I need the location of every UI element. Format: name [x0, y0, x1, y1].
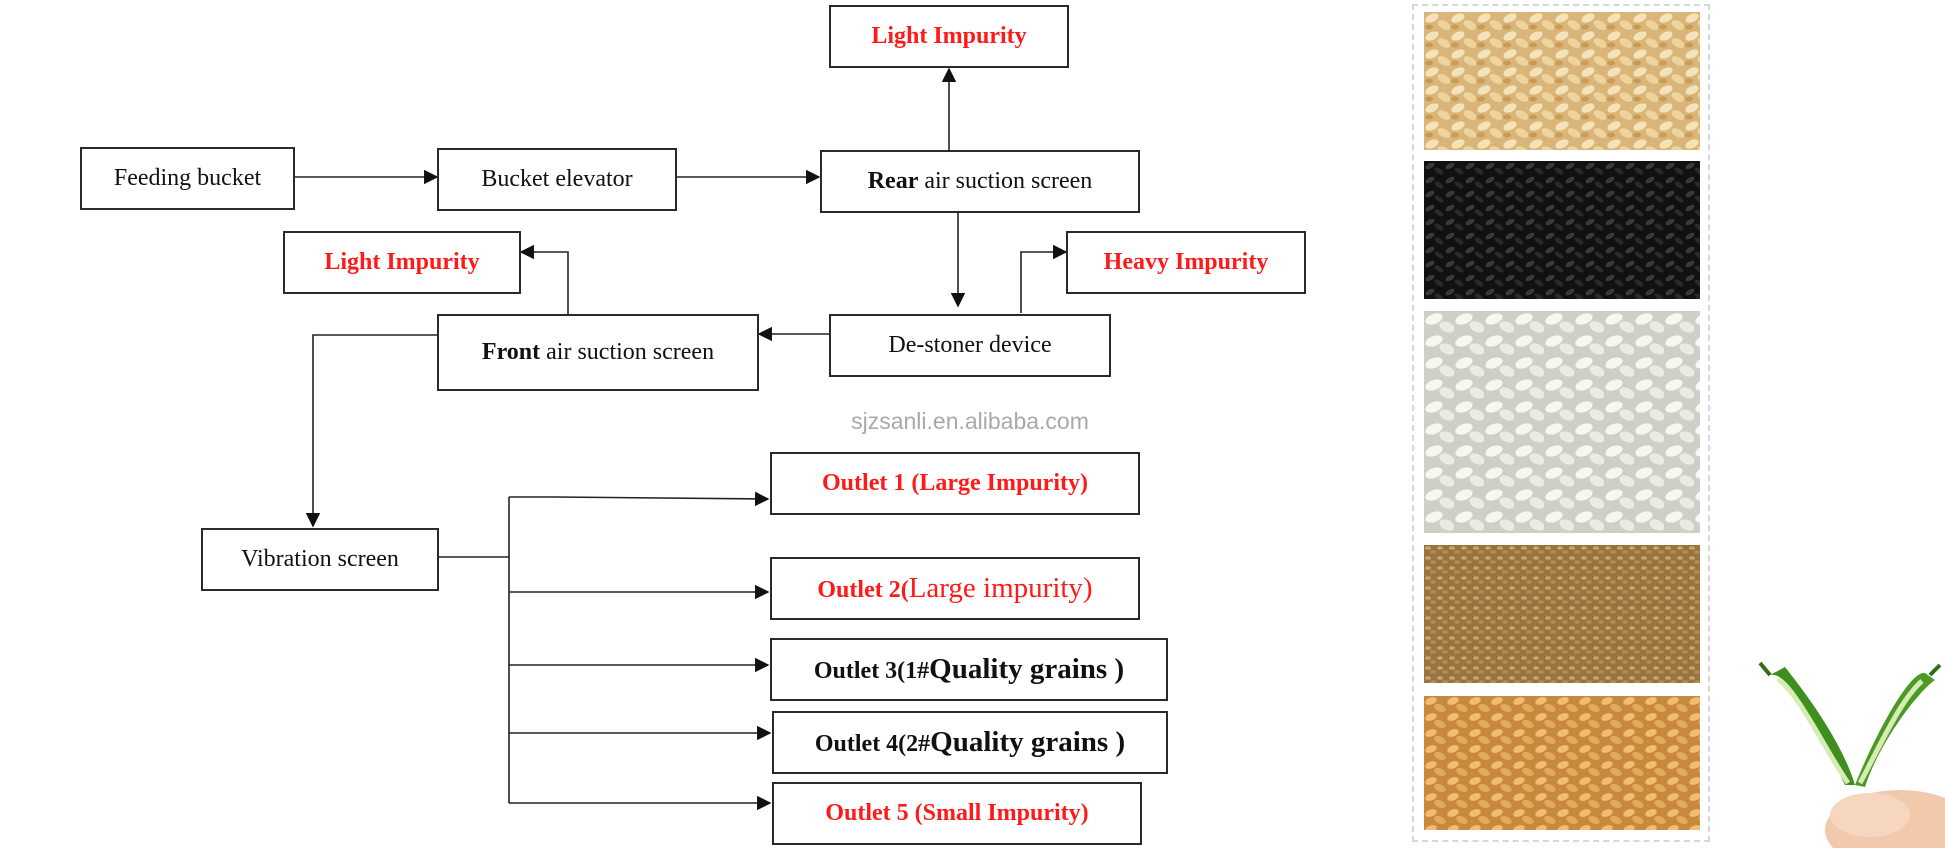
outlet-1-label: Outlet 1 (Large Impurity) — [822, 470, 1088, 496]
light-impurity-top-label: Light Impurity — [871, 23, 1027, 49]
arrow-front-to-vibration-screen — [305, 334, 437, 528]
outlet-3-prefix: Outlet 3(1# — [813, 658, 930, 684]
outlet-2-label: Outlet 2(Large impurity) — [817, 572, 1092, 605]
bucket-elevator-label: Bucket elevator — [481, 166, 633, 192]
light-impurity-left-box: Light Impurity — [283, 231, 521, 294]
vibration-screen-box: Vibration screen — [201, 528, 439, 591]
rear-screen-label: Rear air suction screen — [868, 168, 1093, 195]
outlet-3-label: Outlet 3(1#Quality grains ) — [814, 653, 1124, 686]
outlet-4-prefix: Outlet 4(2# — [814, 731, 931, 757]
arrow-destoner-to-heavy-impurity — [1020, 244, 1068, 313]
arrow-to-outlet-1 — [509, 491, 770, 507]
outlet-2-box: Outlet 2(Large impurity) — [770, 557, 1140, 620]
front-air-suction-screen-box: Front air suction screen — [437, 314, 759, 391]
light-impurity-top-box: Light Impurity — [829, 5, 1069, 68]
outlet-4-box: Outlet 4(2#Quality grains ) — [772, 711, 1168, 774]
outlet-2-suffix: Large impurity) — [908, 572, 1093, 604]
golden-sesame-photo — [1424, 696, 1700, 830]
sesame-pod-hand-photo — [1758, 661, 1945, 848]
bucket-elevator-box: Bucket elevator — [437, 148, 677, 211]
heavy-impurity-label: Heavy Impurity — [1103, 249, 1269, 275]
rear-bold-word: Rear — [867, 168, 919, 194]
feeding-bucket-box: Feeding bucket — [80, 147, 295, 210]
heavy-impurity-box: Heavy Impurity — [1066, 231, 1306, 294]
watermark-text: sjzsanli.en.alibaba.com — [851, 408, 1089, 434]
outlet-3-suffix: Quality grains ) — [929, 653, 1125, 685]
outlet-2-prefix: Outlet 2( — [817, 577, 909, 603]
front-bold-word: Front — [481, 339, 541, 365]
hulled-sesame-photo — [1424, 311, 1700, 533]
front-screen-rest: air suction screen — [540, 339, 715, 365]
de-stoner-device-box: De-stoner device — [829, 314, 1111, 377]
rear-air-suction-screen-box: Rear air suction screen — [820, 150, 1140, 213]
arrow-front-to-light-impurity — [519, 244, 569, 314]
outlet-4-suffix: Quality grains ) — [930, 726, 1126, 758]
white-sesame-photo — [1424, 12, 1700, 150]
light-impurity-left-label: Light Impurity — [324, 249, 480, 275]
brown-sesame-photo — [1424, 545, 1700, 683]
outlet-3-box: Outlet 3(1#Quality grains ) — [770, 638, 1168, 701]
outlet-5-label: Outlet 5 (Small Impurity) — [825, 800, 1089, 826]
de-stoner-label: De-stoner device — [888, 332, 1052, 358]
black-sesame-photo — [1424, 161, 1700, 299]
rear-screen-rest: air suction screen — [918, 168, 1093, 194]
outlet-4-label: Outlet 4(2#Quality grains ) — [815, 726, 1125, 759]
outlet-5-box: Outlet 5 (Small Impurity) — [772, 782, 1142, 845]
front-screen-label: Front air suction screen — [482, 339, 714, 366]
feeding-bucket-label: Feeding bucket — [113, 165, 262, 191]
vibration-screen-label: Vibration screen — [241, 546, 399, 572]
outlet-1-box: Outlet 1 (Large Impurity) — [770, 452, 1140, 515]
